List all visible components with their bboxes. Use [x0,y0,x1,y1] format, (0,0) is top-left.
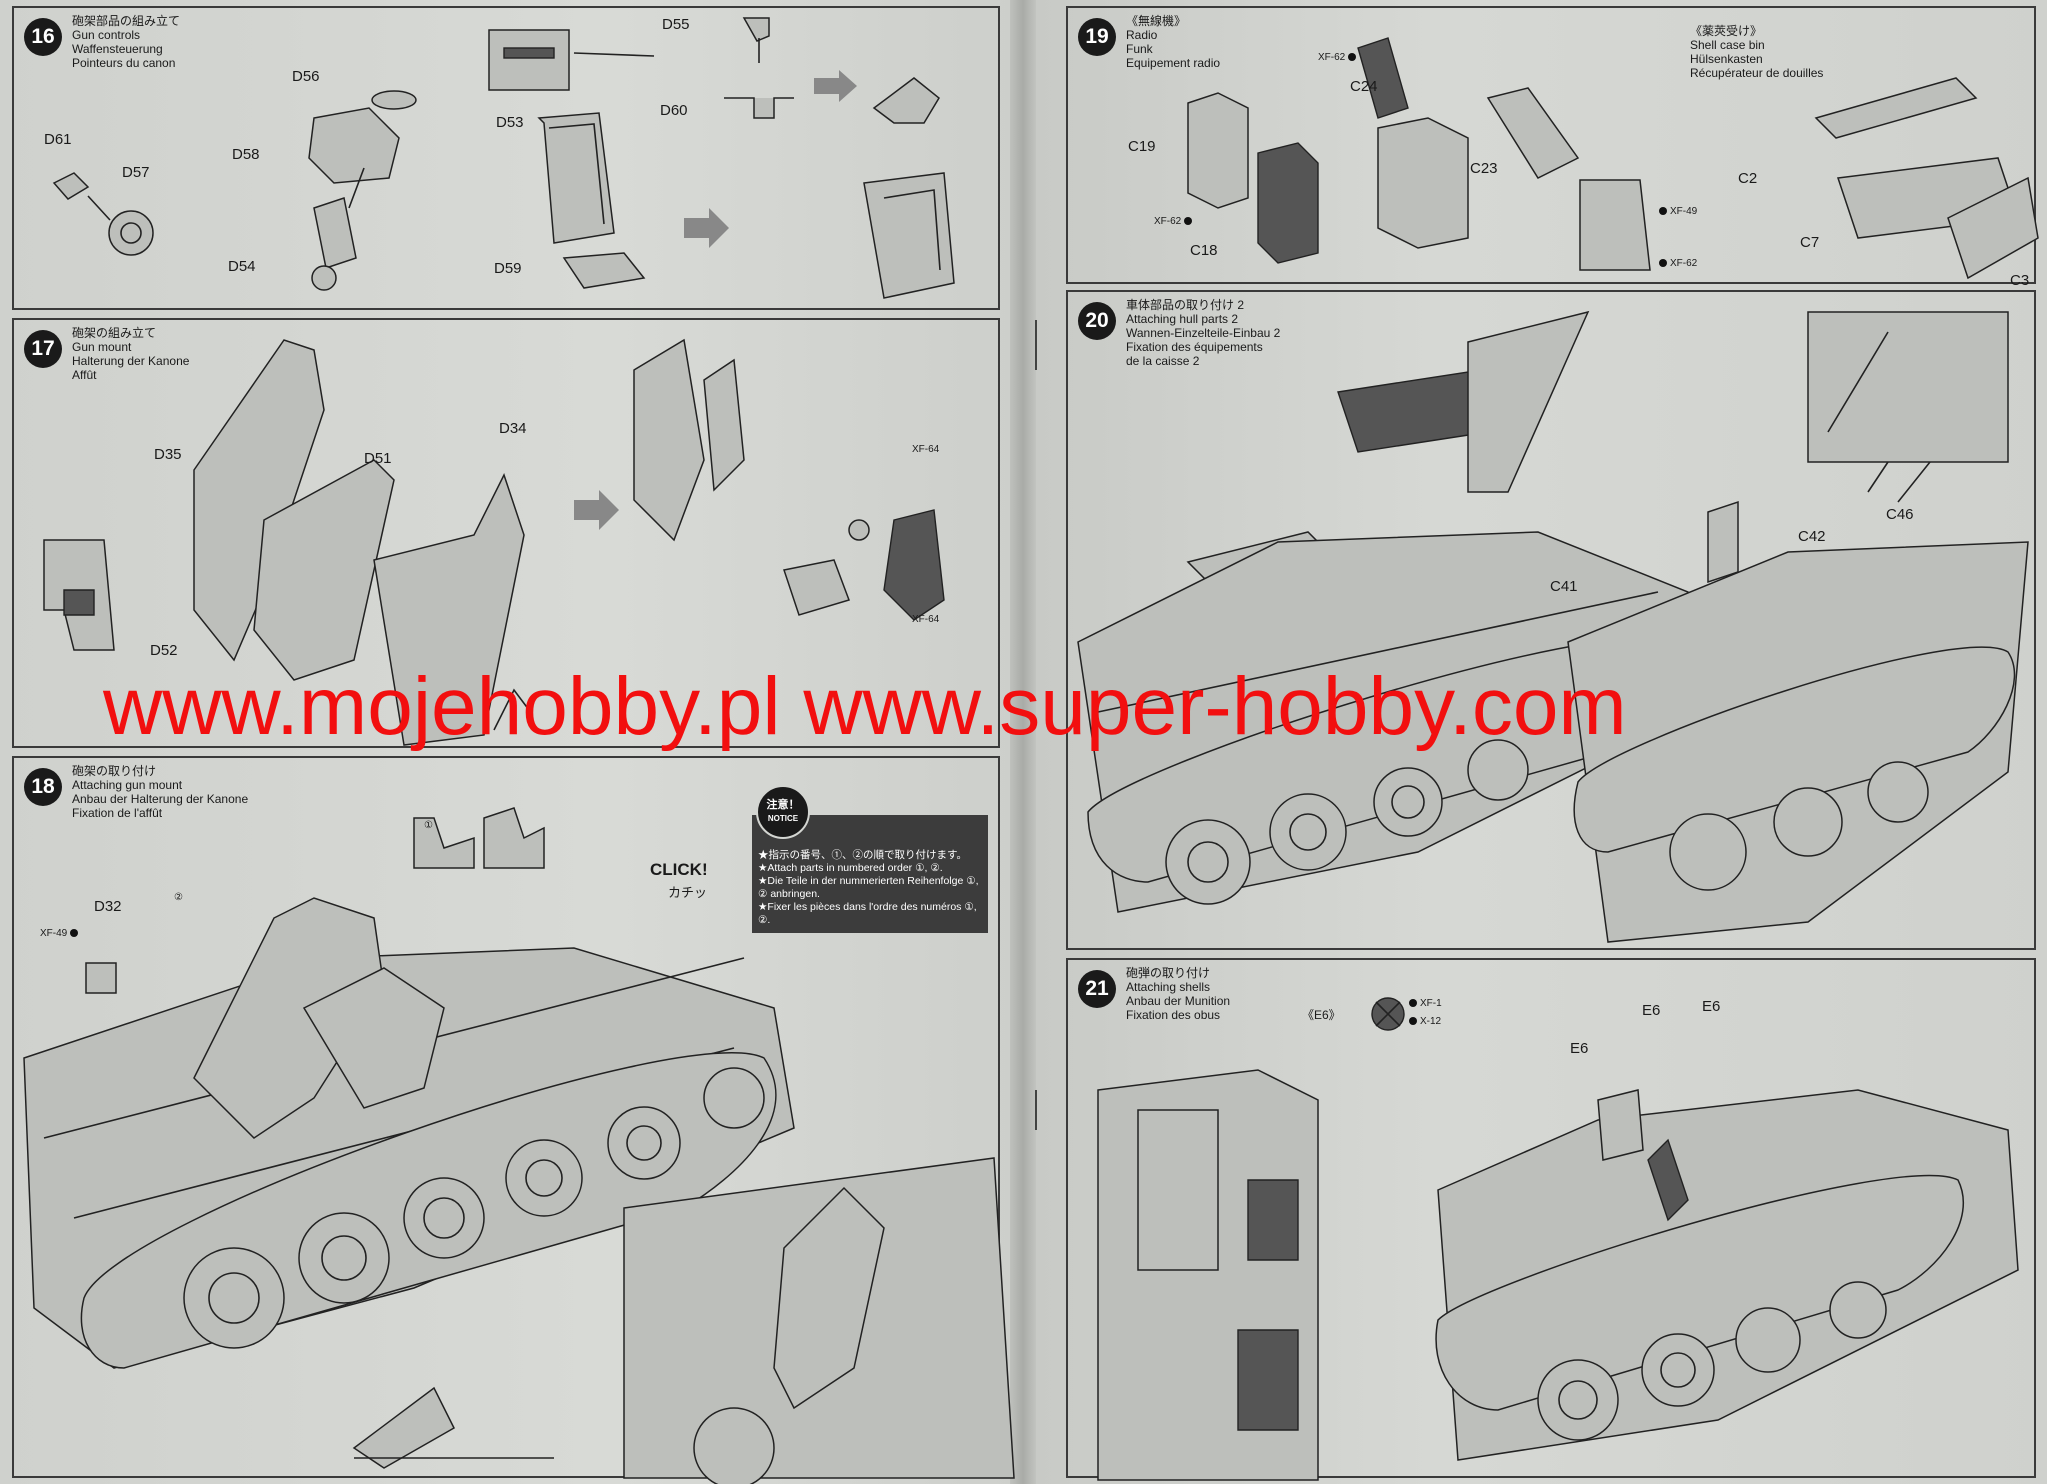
step-18-panel: 18 砲架の取り付け Attaching gun mount Anbau der… [12,756,1015,1484]
part-label: C23 [1470,160,1498,177]
step-marker: ② [174,892,183,903]
step-16-drawing [52,17,955,299]
part-label: D35 [154,446,182,463]
step-number: 19 [1078,18,1116,56]
part-label: C18 [1190,242,1218,259]
step-16-panel: 16 砲架部品の組み立て Gun controls Waffensteuerun… [12,6,1000,310]
part-label: C46 [1886,506,1914,523]
step-titles: 車体部品の取り付け 2 Attaching hull parts 2 Wanne… [1126,298,1281,368]
part-label: D57 [122,164,150,181]
step-20-panel: 20 車体部品の取り付け 2 Attaching hull parts 2 Wa… [1066,290,2036,950]
part-label: D53 [496,114,524,131]
step-number: 16 [24,18,62,56]
page-gutter [1010,0,1036,1484]
part-label: D59 [494,260,522,277]
part-label: D34 [499,420,527,437]
part-label: C7 [1800,234,1820,251]
paint-label: XF-49 [40,928,81,939]
step-titles: 《無線機》 Radio Funk Equipement radio [1126,14,1221,70]
part-label: D60 [660,102,688,119]
step-21-drawing [1097,997,2019,1481]
step-titles: 砲架の組み立て Gun mount Halterung der Kanone A… [72,326,190,382]
step-titles-2: 《薬莢受け》 Shell case bin Hülsenkasten Récup… [1690,24,1824,80]
step-titles: 砲架部品の組み立て Gun controls Waffensteuerung P… [72,14,181,70]
part-label: D55 [662,16,690,33]
part-label: D61 [44,131,72,148]
step-titles: 砲弾の取り付け Attaching shells Anbau der Munit… [1126,966,1231,1022]
paint-label: XF-62 [1154,216,1195,227]
part-label: D54 [228,258,256,275]
watermark-text: www.mojehobby.pl www.super-hobby.com [103,661,1627,752]
step-19-panel: 19 《無線機》 Radio Funk Equipement radio 《薬莢… [1066,6,2039,289]
paint-label: XF-62 [1656,258,1697,269]
part-label: C41 [1550,578,1578,595]
step-17-panel: 17 砲架の組み立て Gun mount Halterung der Kanon… [12,318,1000,748]
step-marker: ① [424,820,433,831]
step-18-drawing [23,807,1015,1484]
part-label: D32 [94,898,122,915]
part-label: D56 [292,68,320,85]
paint-label: X-12 [1406,1016,1441,1027]
paint-label: XF-64 [912,614,940,625]
part-label: D52 [150,642,178,659]
step-21-panel: 21 砲弾の取り付け Attaching shells Anbau der Mu… [1066,958,2036,1481]
paint-label: XF-62 [1318,52,1359,63]
part-label: C24 [1350,78,1378,95]
step-19-drawing [1187,37,2039,280]
part-label: C42 [1798,528,1826,545]
part-label: D58 [232,146,260,163]
paint-label: XF-1 [1406,998,1442,1009]
step-number: 17 [24,330,62,368]
part-label: C3 [2010,272,2030,289]
part-label: C2 [1738,170,1758,187]
step-17-drawing [43,338,945,746]
step-number: 21 [1078,970,1116,1008]
click-label-jp: カチッ [668,885,708,900]
step-20-drawing [1077,310,2029,943]
step-number: 20 [1078,302,1116,340]
paint-label: XF-49 [1656,206,1697,217]
paint-label: XF-64 [912,444,940,455]
part-label: C19 [1128,138,1156,155]
step-titles: 砲架の取り付け Attaching gun mount Anbau der Ha… [72,764,249,820]
part-label: E6 [1642,1002,1661,1019]
part-tag: 《E6》 [1302,1008,1341,1022]
click-label: CLICK! [650,860,708,879]
part-label: E6 [1570,1040,1589,1057]
step-number: 18 [24,768,62,806]
part-label: E6 [1702,998,1721,1015]
notice-badge: 注意！ NOTICE [756,785,810,839]
notice-box: 注意！ NOTICE ★指示の番号、①、②の順で取り付けます。 ★Attach … [752,785,988,933]
part-label: D51 [364,450,392,467]
